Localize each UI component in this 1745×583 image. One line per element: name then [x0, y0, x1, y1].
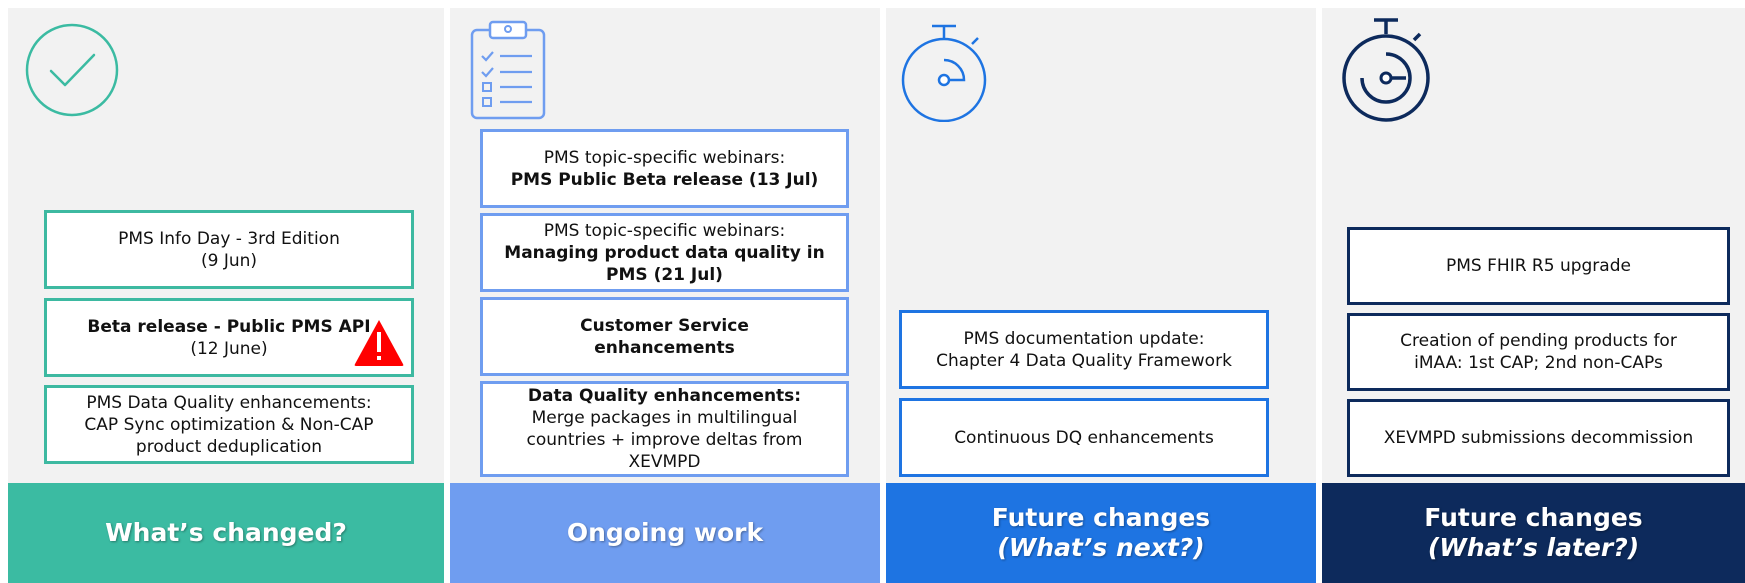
pending-products-box: Creation of pending products for iMAA: 1…: [1347, 313, 1730, 391]
fhir-upgrade-box: PMS FHIR R5 upgrade: [1347, 227, 1730, 305]
box-text: PMS Info Day - 3rd Edition: [118, 228, 340, 249]
footer-future-next: Future changes (What’s next?): [886, 483, 1316, 583]
warning-icon: [354, 320, 404, 366]
xevmpd-decommission-box: XEVMPD submissions decommission: [1347, 399, 1730, 477]
data-quality-box: PMS Data Quality enhancements: CAP Sync …: [44, 385, 414, 464]
continuous-dq-box: Continuous DQ enhancements: [899, 398, 1269, 477]
box-text: Continuous DQ enhancements: [954, 427, 1214, 448]
footer-title: Future changes: [991, 503, 1211, 532]
box-text: PMS topic-specific webinars:: [543, 147, 786, 168]
footer-subtitle: (What’s later?): [1427, 533, 1640, 562]
checkmark-circle-icon: [25, 23, 119, 117]
box-title: Beta release - Public PMS API: [87, 316, 371, 337]
footer-subtitle: (What’s next?): [997, 533, 1205, 562]
beta-release-box: Beta release - Public PMS API (12 June): [44, 298, 414, 377]
box-date: (9 Jun): [200, 250, 258, 271]
documentation-update-box: PMS documentation update: Chapter 4 Data…: [899, 310, 1269, 389]
box-text: Chapter 4 Data Quality Framework: [936, 350, 1232, 371]
box-title: Customer Service enhancements: [580, 315, 749, 358]
clipboard-checklist-icon: [470, 20, 546, 120]
stopwatch-icon: [901, 24, 987, 122]
box-title: Data Quality enhancements:: [527, 386, 802, 406]
webinar-dq-box: PMS topic-specific webinars: Managing pr…: [480, 213, 849, 292]
box-text: PMS documentation update:: [963, 328, 1205, 349]
stopwatch-icon: [1342, 18, 1430, 122]
footer-whats-changed: What’s changed?: [8, 483, 444, 583]
footer-title: What’s changed?: [105, 518, 347, 547]
box-text: PMS Data Quality enhancements:: [86, 392, 372, 413]
box-text: Creation of pending products for iMAA: 1…: [1400, 331, 1677, 373]
footer-future-later: Future changes (What’s later?): [1322, 483, 1745, 583]
footer-ongoing-work: Ongoing work: [450, 483, 880, 583]
footer-title: Ongoing work: [566, 518, 764, 547]
box-title: Managing product data quality in PMS (21…: [504, 242, 825, 285]
webinar-beta-box: PMS topic-specific webinars: PMS Public …: [480, 129, 849, 208]
box-date: (12 June): [190, 338, 268, 359]
dq-enhancements-box: Data Quality enhancements: Merge package…: [480, 381, 849, 477]
info-day-box: PMS Info Day - 3rd Edition (9 Jun): [44, 210, 414, 289]
footer-title: Future changes: [1424, 503, 1643, 532]
box-title: PMS Public Beta release (13 Jul): [510, 169, 819, 190]
box-text: PMS FHIR R5 upgrade: [1446, 256, 1631, 276]
box-text: XEVMPD submissions decommission: [1383, 428, 1694, 448]
box-text: CAP Sync optimization & Non-CAP product …: [84, 414, 374, 457]
box-text: PMS topic-specific webinars:: [543, 220, 786, 241]
box-text: Merge packages in multilingual countries…: [526, 408, 803, 472]
customer-service-box: Customer Service enhancements: [480, 297, 849, 376]
